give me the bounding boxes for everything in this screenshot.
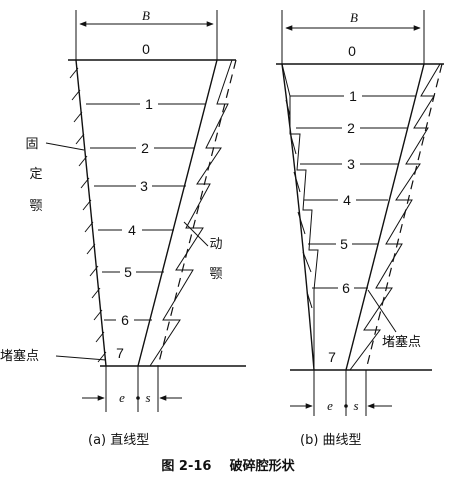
diagram-a-es-dimension: e s — [82, 366, 182, 412]
diagram-b-layer-4: 4 — [343, 192, 351, 208]
diagram-a-zero-label: 0 — [142, 41, 150, 57]
diagram-b-layer-7: 7 — [328, 349, 336, 365]
diagram-b-layer-1: 1 — [349, 88, 357, 104]
diagram-a-fixed-jaw-label-1: 固 — [25, 137, 38, 152]
diagram-a-moving-jaw — [137, 59, 218, 367]
diagram-b-layer-6: 6 — [342, 280, 350, 296]
diagram-b-es-dimension: e s — [290, 370, 392, 416]
diagram-a: B 0 — [0, 8, 246, 448]
diagram-b-e-label: e — [327, 398, 333, 413]
diagram-a-width-dimension: B — [75, 8, 218, 60]
diagram-b-layer-3: 3 — [347, 156, 355, 172]
diagram-b-moving-jaw — [345, 63, 425, 371]
diagram-b-choke-point-label: 堵塞点 — [382, 334, 421, 350]
diagram-a-moving-jaw-label-1: 动 — [209, 237, 222, 252]
diagram-b-layer-lines — [290, 95, 416, 289]
diagram-a-layer-4: 4 — [128, 222, 136, 238]
diagram-a-moving-jaw-open-position — [157, 59, 237, 367]
diagram-b-zero-label: 0 — [348, 43, 356, 59]
diagram-a-layer-lines — [86, 103, 206, 321]
diagram-b-caption: (b) 曲线型 — [300, 433, 362, 448]
diagram-b-layer-2: 2 — [347, 120, 355, 136]
diagram-a-layer-7: 7 — [116, 345, 124, 361]
diagram-a-e-label: e — [119, 390, 125, 405]
diagram-a-layer-2: 2 — [141, 140, 149, 156]
diagram-b-fixed-jaw-profile — [281, 63, 319, 370]
diagram-b-s-label: s — [353, 398, 358, 413]
diagram-b-fixed-jaw-hatching — [285, 99, 313, 309]
diagram-a-moving-jaw-leader — [183, 221, 209, 247]
diagram-a-fixed-jaw-leader — [45, 142, 85, 151]
diagram-b-moving-jaw-open-position — [365, 63, 443, 371]
diagram-a-moving-jaw-label-2: 颚 — [209, 267, 222, 282]
diagram-a-jaw-motion-zigzag — [149, 59, 233, 367]
diagram-a-choke-point-label: 堵塞点 — [0, 348, 39, 364]
diagram-a-s-label: s — [145, 390, 150, 405]
diagram-a-caption: (a) 直线型 — [88, 433, 149, 448]
diagram-a-fixed-jaw-hatching — [69, 67, 107, 363]
diagram-a-fixed-jaw — [75, 59, 107, 367]
diagram-a-layer-1: 1 — [145, 96, 153, 112]
diagram-b-fixed-jaw — [281, 63, 315, 371]
figure-title: 图 2-16 破碎腔形状 — [161, 458, 295, 474]
diagram-b-width-label: B — [350, 10, 358, 25]
diagram-a-fixed-jaw-label-3: 颚 — [29, 199, 42, 214]
diagram-b-layer-5: 5 — [340, 236, 348, 252]
diagram-a-width-label: B — [142, 8, 150, 23]
diagram-a-layer-5: 5 — [124, 264, 132, 280]
diagram-b-choke-point-leader — [367, 289, 397, 333]
diagram-b-width-dimension: B — [281, 10, 425, 64]
diagram-b-jaw-motion-zigzag — [349, 63, 441, 371]
diagram-a-layer-6: 6 — [121, 312, 129, 328]
diagram-a-layer-3: 3 — [140, 178, 148, 194]
diagram-a-choke-point-leader — [55, 355, 107, 361]
diagram-a-fixed-jaw-label-2: 定 — [29, 167, 42, 182]
diagram-b: B 0 — [276, 10, 444, 448]
